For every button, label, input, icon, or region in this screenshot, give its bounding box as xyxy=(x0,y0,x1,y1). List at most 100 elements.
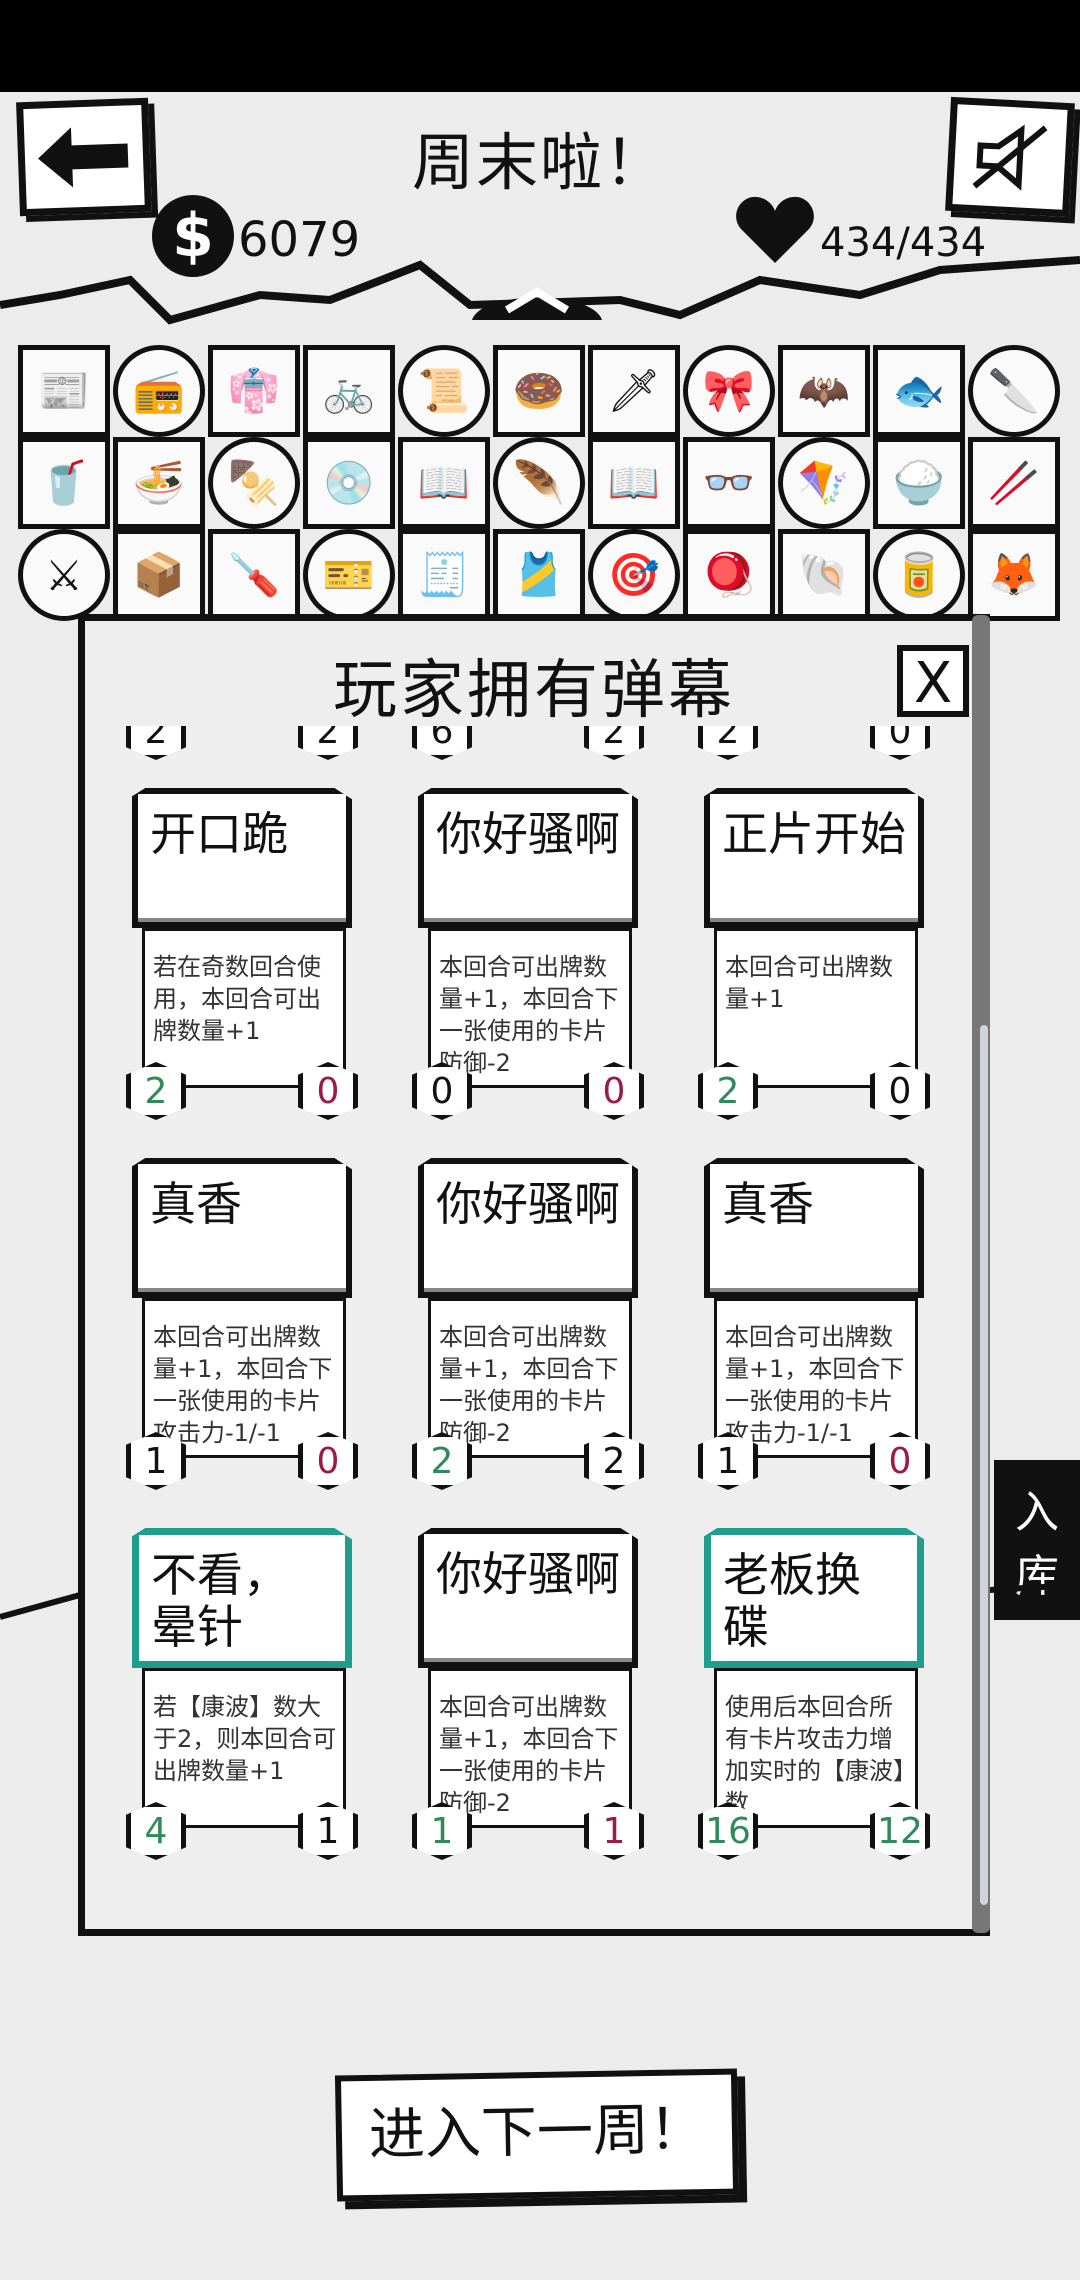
card-description: 本回合可出牌数量+1，本回合下一张使用的卡片防御-2 xyxy=(428,1668,632,1828)
relic-icon[interactable]: 🪛 xyxy=(208,529,300,621)
relic-icon[interactable]: 📜 xyxy=(398,345,490,437)
relic-icon[interactable]: 📰 xyxy=(18,345,110,437)
card-description: 本回合可出牌数量+1，本回合下一张使用的卡片防御-2 xyxy=(428,928,632,1088)
money-value: 6079 xyxy=(238,212,361,268)
page-title: 周末啦！ xyxy=(411,126,668,199)
card-description: 若在奇数回合使用，本回合可出牌数量+1 xyxy=(142,928,346,1088)
relic-icon[interactable]: 🪀 xyxy=(683,529,775,621)
relic-icon[interactable]: 🗡 xyxy=(588,345,680,437)
status-bar xyxy=(0,0,1080,92)
back-arrow-icon xyxy=(38,127,129,188)
relic-icon[interactable]: 🎀 xyxy=(683,345,775,437)
mute-button[interactable] xyxy=(945,96,1075,218)
hp-value: 434/434 xyxy=(820,220,987,266)
card-description: 若【康波】数大于2，则本回合可出牌数量+1 xyxy=(142,1668,346,1828)
card-attack: 2 xyxy=(584,1432,644,1490)
card-attack: 0 xyxy=(870,1062,930,1120)
card-cost: 4 xyxy=(126,1802,186,1860)
relic-icon[interactable]: 🪶 xyxy=(493,437,585,529)
card-attack: 2 xyxy=(298,726,358,760)
card-attack: 12 xyxy=(870,1802,930,1860)
relic-icon[interactable]: 🔪 xyxy=(968,345,1060,437)
relic-icon[interactable]: 🥤 xyxy=(18,437,110,529)
relic-icon[interactable]: 🍩 xyxy=(493,345,585,437)
card-attack: 0 xyxy=(298,1062,358,1120)
card-cost: 2 xyxy=(412,1432,472,1490)
relic-icon[interactable]: 🎯 xyxy=(588,529,680,621)
card-cost: 1 xyxy=(698,1432,758,1490)
sound-muted-icon xyxy=(972,124,1048,191)
relic-icon[interactable]: 🎫 xyxy=(303,529,395,621)
relic-icon[interactable]: 🎽 xyxy=(493,529,585,621)
card-cost: 2 xyxy=(698,1062,758,1120)
card-name: 开口跪 xyxy=(132,788,352,928)
collapse-relics-button[interactable] xyxy=(462,270,612,332)
relic-icon[interactable]: 🦊 xyxy=(968,529,1060,621)
relic-icon[interactable]: 📦 xyxy=(113,529,205,621)
card-cost: 16 xyxy=(698,1802,758,1860)
card-attack: 0 xyxy=(298,1432,358,1490)
relic-grid: 📰📻👘🚲📜🍩🗡🎀🦇🐟🔪🥤🍜🍢💿📖🪶📖👓🪁🍚🥢⚔📦🪛🎫🧾🎽🎯🪀🐚🥫🦊 xyxy=(18,345,1062,785)
card-name: 你好骚啊 xyxy=(418,1528,638,1668)
relic-icon[interactable]: 🍜 xyxy=(113,437,205,529)
relic-icon[interactable]: 🦇 xyxy=(778,345,870,437)
relic-icon[interactable]: 🚲 xyxy=(303,345,395,437)
card-name: 你好骚啊 xyxy=(418,1158,638,1298)
modal-title: 玩家拥有弹幕 xyxy=(333,654,735,728)
relic-icon[interactable]: ⚔ xyxy=(18,529,110,621)
card-attack: 1 xyxy=(298,1802,358,1860)
relic-icon[interactable]: 💿 xyxy=(303,437,395,529)
relic-icon[interactable]: 🐟 xyxy=(873,345,965,437)
scrollbar-thumb[interactable] xyxy=(980,1025,988,1905)
card-description: 本回合可出牌数量+1，本回合下一张使用的卡片防御-2 xyxy=(428,1298,632,1458)
relic-icon[interactable]: 🍢 xyxy=(208,437,300,529)
card-description: 使用后本回合所有卡片攻击力增加实时的【康波】数 xyxy=(714,1668,918,1828)
relic-icon[interactable]: 🍚 xyxy=(873,437,965,529)
relic-icon[interactable]: 📖 xyxy=(588,437,680,529)
card-name: 你好骚啊 xyxy=(418,788,638,928)
back-button[interactable] xyxy=(16,97,152,217)
card-cost: 0 xyxy=(412,1062,472,1120)
next-week-button[interactable]: 进入下一周！ xyxy=(334,2068,740,2202)
relic-icon[interactable]: 📖 xyxy=(398,437,490,529)
close-button[interactable]: X xyxy=(897,645,969,717)
card-cost: 1 xyxy=(412,1802,472,1860)
relic-icon[interactable]: 🧾 xyxy=(398,529,490,621)
relic-icon[interactable]: 🐚 xyxy=(778,529,870,621)
relic-icon[interactable]: 🥫 xyxy=(873,529,965,621)
card-cost: 1 xyxy=(126,1432,186,1490)
card-attack: 2 xyxy=(584,726,644,760)
heart-icon xyxy=(736,196,814,263)
card-description: 本回合可出牌数量+1 xyxy=(714,928,918,1088)
card-cost: 2 xyxy=(126,1062,186,1120)
card-description: 本回合可出牌数量+1，本回合下一张使用的卡片攻击力-1/-1 xyxy=(142,1298,346,1458)
card-name: 正片开始 xyxy=(704,788,924,928)
relic-icon[interactable]: 👘 xyxy=(208,345,300,437)
card-name: 老板换碟 xyxy=(704,1528,924,1668)
relic-icon[interactable]: 🥢 xyxy=(968,437,1060,529)
card-name: 真香 xyxy=(132,1158,352,1298)
deck-storage-button[interactable]: 入 库 xyxy=(994,1460,1080,1620)
card-attack: 0 xyxy=(870,1432,930,1490)
card-attack: 1 xyxy=(584,1802,644,1860)
terrain-ridge xyxy=(0,256,1080,325)
relic-icon[interactable]: 📻 xyxy=(113,345,205,437)
relic-icon[interactable]: 👓 xyxy=(683,437,775,529)
card-cost: 2 xyxy=(698,726,758,760)
relic-icon[interactable]: 🪁 xyxy=(778,437,870,529)
coin-icon: $ xyxy=(152,195,234,277)
card-name: 真香 xyxy=(704,1158,924,1298)
